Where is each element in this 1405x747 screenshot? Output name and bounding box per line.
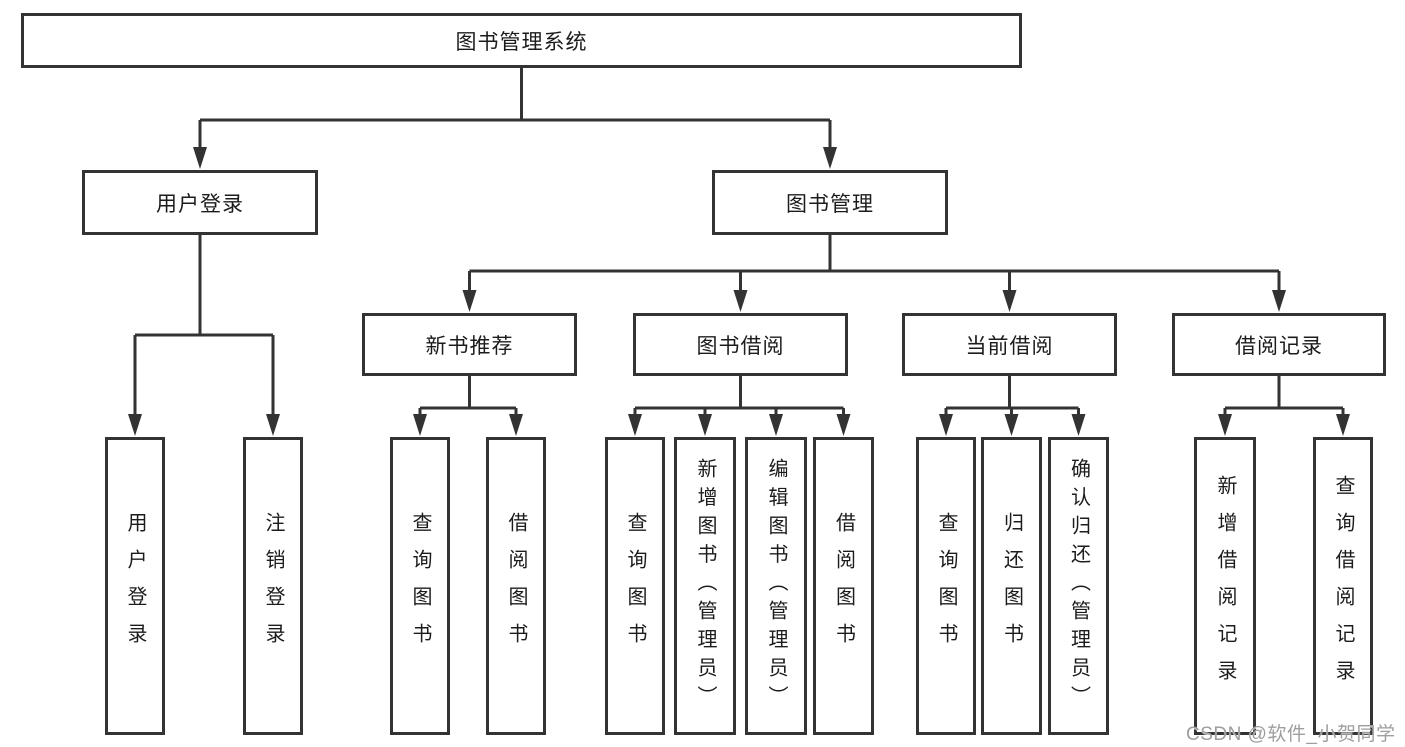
leaf-borrowing-query-books: 查询图书 <box>605 437 665 735</box>
node-label: 借阅图书 <box>505 512 527 660</box>
node-label: 借阅记录 <box>1235 334 1323 358</box>
arrowhead-icon <box>823 147 837 169</box>
arrowhead-icon <box>733 290 748 312</box>
arrowhead-icon <box>509 414 523 436</box>
arrowhead-icon <box>836 414 851 436</box>
leaf-current-return-books: 归还图书 <box>981 437 1042 735</box>
node-borrow-records: 借阅记录 <box>1172 313 1386 376</box>
node-label: 借阅图书 <box>832 512 855 660</box>
arrowhead-icon <box>193 147 207 169</box>
node-label: 归还图书 <box>1000 512 1023 660</box>
node-label: 新增借阅记录 <box>1214 475 1236 697</box>
csdn-watermark: CSDN @软件_小贺同学 <box>1186 724 1396 745</box>
leaf-borrowing-borrow-books: 借阅图书 <box>813 437 874 735</box>
node-label: 查询图书 <box>935 512 957 660</box>
node-library-system-root: 图书管理系统 <box>21 13 1022 68</box>
arrowhead-icon <box>462 290 477 312</box>
arrowhead-icon <box>1002 290 1017 312</box>
node-label: 查询图书 <box>409 512 431 660</box>
node-label: 用户登录 <box>124 512 146 660</box>
node-new-book-recommend: 新书推荐 <box>362 313 577 376</box>
leaf-borrowing-add-books-admin: 新增图书（管理员） <box>674 437 736 735</box>
leaf-records-add-borrow-record: 新增借阅记录 <box>1194 437 1256 735</box>
arrowhead-icon <box>266 414 280 436</box>
arrowhead-icon <box>939 414 953 436</box>
node-label: 用户登录 <box>156 192 244 216</box>
node-label: 当前借阅 <box>965 334 1054 358</box>
node-label: 查询借阅记录 <box>1332 475 1354 697</box>
leaf-current-confirm-return-admin: 确认归还（管理员） <box>1048 437 1109 735</box>
arrowhead-icon <box>698 414 712 436</box>
node-book-borrowing: 图书借阅 <box>633 313 848 376</box>
arrowhead-icon <box>1218 414 1232 436</box>
arrowhead-icon <box>1071 414 1086 436</box>
arrowhead-icon <box>128 414 142 436</box>
leaf-recommend-query-books: 查询图书 <box>390 437 450 735</box>
arrowhead-icon <box>769 414 783 436</box>
leaf-current-query-books: 查询图书 <box>916 437 976 735</box>
leaf-logout: 注销登录 <box>243 437 303 735</box>
node-label: 图书管理 <box>786 192 874 216</box>
arrowhead-icon <box>1004 414 1019 436</box>
node-label: 确认归还（管理员） <box>1067 458 1090 714</box>
arrowhead-icon <box>413 414 427 436</box>
leaf-records-query-borrow-record: 查询借阅记录 <box>1313 437 1373 735</box>
node-book-management: 图书管理 <box>712 170 948 235</box>
node-label: 查询图书 <box>624 512 646 660</box>
node-label: 编辑图书（管理员） <box>765 458 787 714</box>
arrowhead-icon <box>1336 414 1350 436</box>
arrowhead-icon <box>628 414 642 436</box>
leaf-borrowing-edit-books-admin: 编辑图书（管理员） <box>745 437 807 735</box>
node-label: 新书推荐 <box>425 334 514 358</box>
node-label: 注销登录 <box>262 512 284 660</box>
node-label: 图书借阅 <box>696 334 785 358</box>
leaf-recommend-borrow-books: 借阅图书 <box>486 437 546 735</box>
node-label: 图书管理系统 <box>455 30 588 54</box>
node-current-borrowing: 当前借阅 <box>902 313 1117 376</box>
node-label: 新增图书（管理员） <box>694 458 716 714</box>
arrowhead-icon <box>1272 290 1286 312</box>
node-user-login: 用户登录 <box>82 170 318 235</box>
leaf-user-login: 用户登录 <box>105 437 165 735</box>
